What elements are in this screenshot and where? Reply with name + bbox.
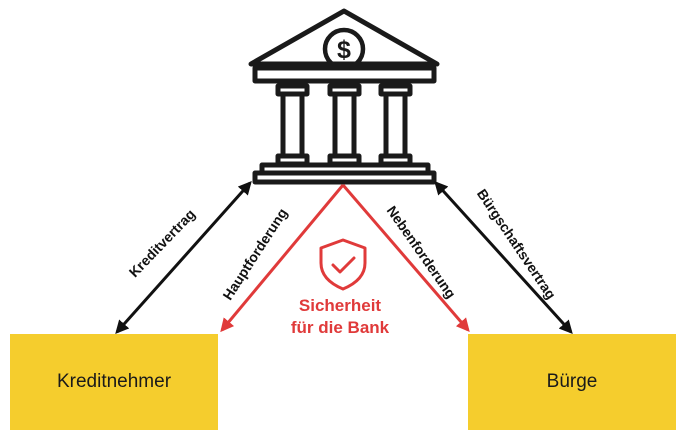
bank-building-icon <box>248 8 440 185</box>
security-caption: Sicherheit für die Bank <box>270 295 410 339</box>
buergschaftsvertrag-arrow <box>434 180 573 335</box>
svg-text:$: $ <box>337 36 351 64</box>
security-line-1: Sicherheit <box>298 296 382 315</box>
kreditvertrag-arrow <box>115 180 252 335</box>
buerge-label: Bürge <box>546 371 598 392</box>
dollar-icon: $ <box>322 27 366 71</box>
buerge-box: Bürge <box>468 334 676 430</box>
shield-check-icon <box>319 238 367 291</box>
security-line-2: für die Bank <box>290 318 390 337</box>
hauptforderung-arrow <box>220 184 345 333</box>
kreditnehmer-label: Kreditnehmer <box>56 371 172 392</box>
nebenforderung-arrow <box>341 184 470 333</box>
kreditnehmer-box: Kreditnehmer <box>10 334 218 430</box>
